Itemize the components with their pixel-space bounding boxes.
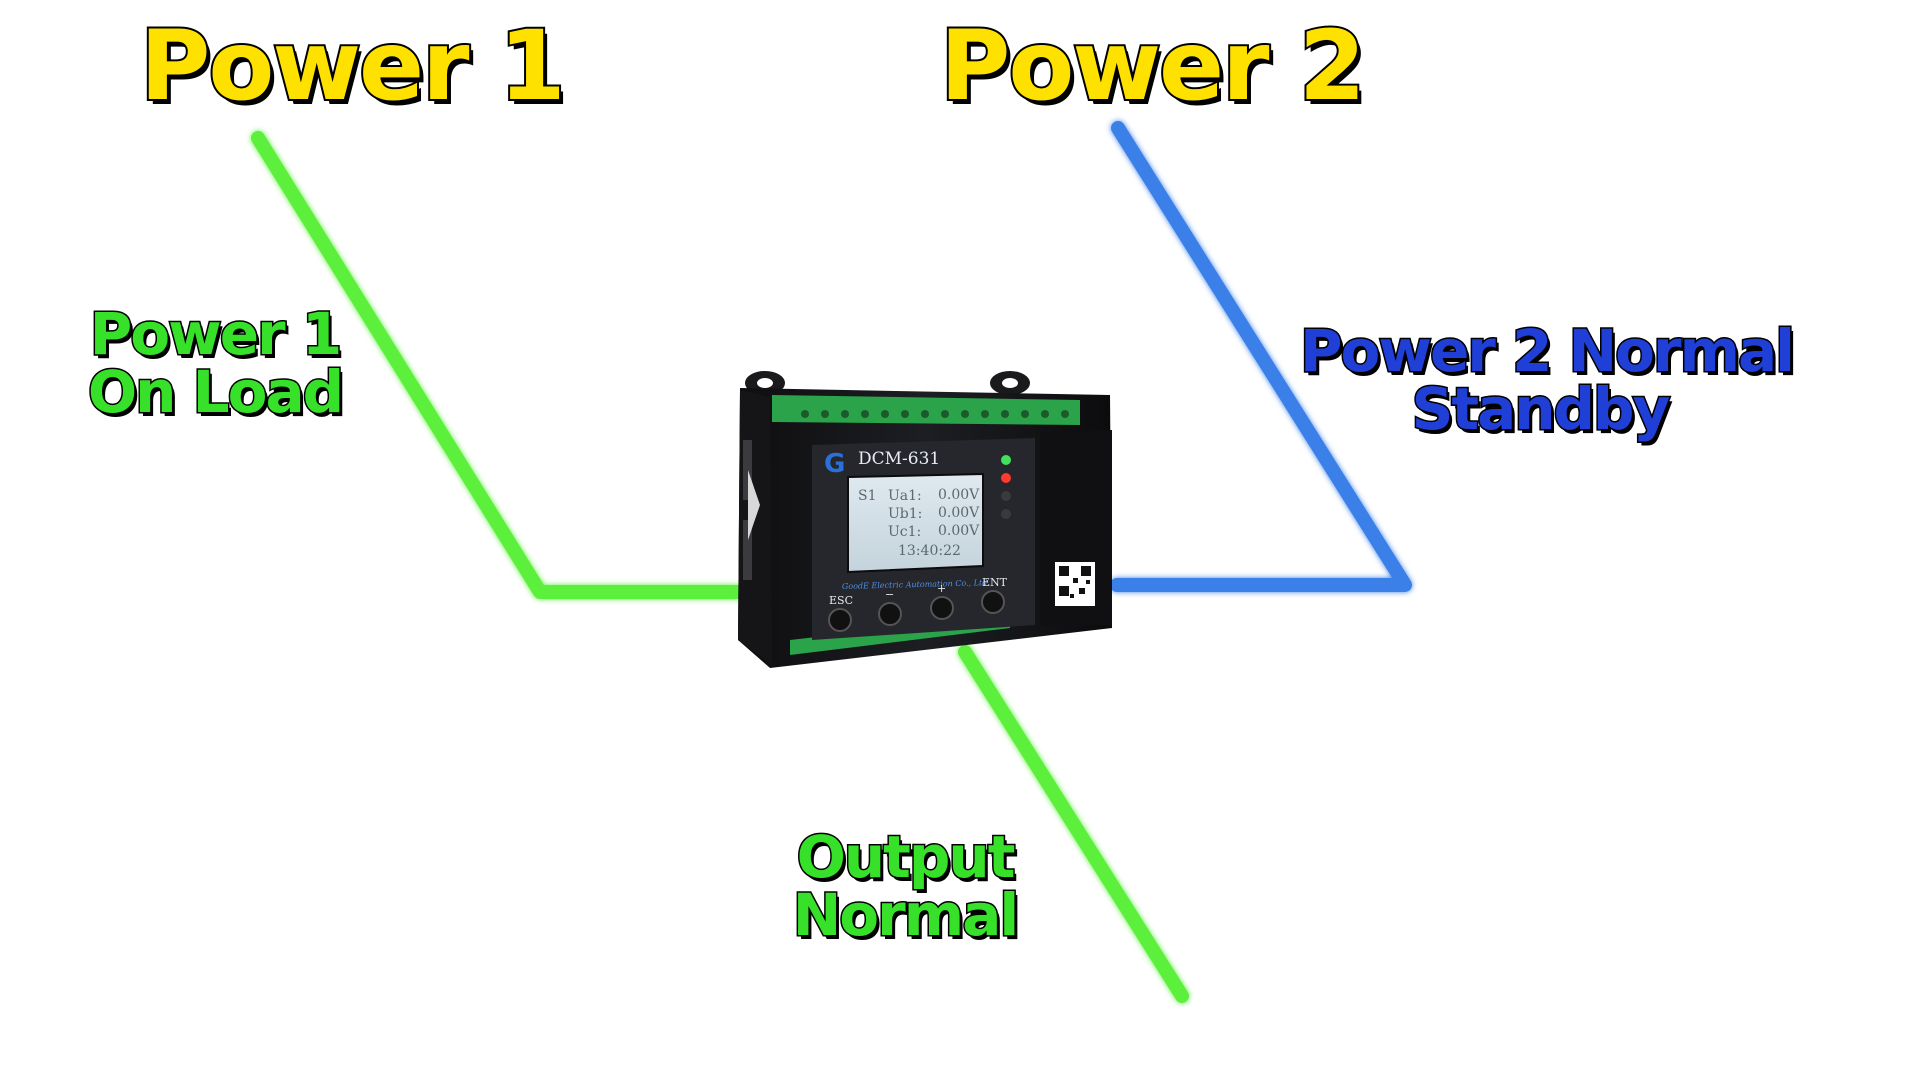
brand-logo: G [824, 449, 845, 479]
alarm-led [1001, 509, 1011, 519]
power2-status-line-1: Power 2 Normal [1300, 322, 1780, 380]
power2-status: Power 2 Normal Standby [1300, 322, 1780, 438]
qr-code [1055, 562, 1095, 606]
run-led [1001, 455, 1011, 465]
plus-button [931, 597, 953, 619]
lcd-line-3-label: Uc1: [888, 524, 921, 540]
output-status-line-2: Normal [770, 886, 1040, 944]
ent-button [982, 591, 1004, 613]
device-model: DCM-631 [858, 449, 940, 469]
dcm-controller: G [738, 371, 1112, 668]
power-led [1001, 473, 1011, 483]
plus-label: + [937, 582, 946, 595]
power1-status-line-1: Power 1 [80, 305, 350, 363]
minus-button [879, 603, 901, 625]
power1-title: Power 1 [140, 18, 480, 114]
ent-label: ENT [982, 576, 1008, 589]
lcd-line-3-value: 0.00V [938, 523, 980, 539]
esc-label: ESC [829, 594, 853, 607]
lcd-clock: 13:40:22 [898, 543, 961, 559]
output-status: Output Normal [770, 828, 1040, 944]
power2-status-line-2: Standby [1300, 380, 1780, 438]
lcd-left-label: S1 [858, 488, 877, 504]
lcd-line-1-value: 0.00V [938, 487, 980, 503]
lcd-line-2-value: 0.00V [938, 505, 980, 521]
power2-title: Power 2 [940, 18, 1280, 114]
minus-label: − [885, 588, 894, 601]
lcd-line-1-label: Ua1: [888, 488, 922, 504]
power1-status: Power 1 On Load [80, 305, 350, 421]
power1-status-line-2: On Load [80, 363, 350, 421]
status-led [1001, 491, 1011, 501]
esc-button [829, 609, 851, 631]
lcd-line-2-label: Ub1: [888, 506, 922, 522]
output-status-line-1: Output [770, 828, 1040, 886]
